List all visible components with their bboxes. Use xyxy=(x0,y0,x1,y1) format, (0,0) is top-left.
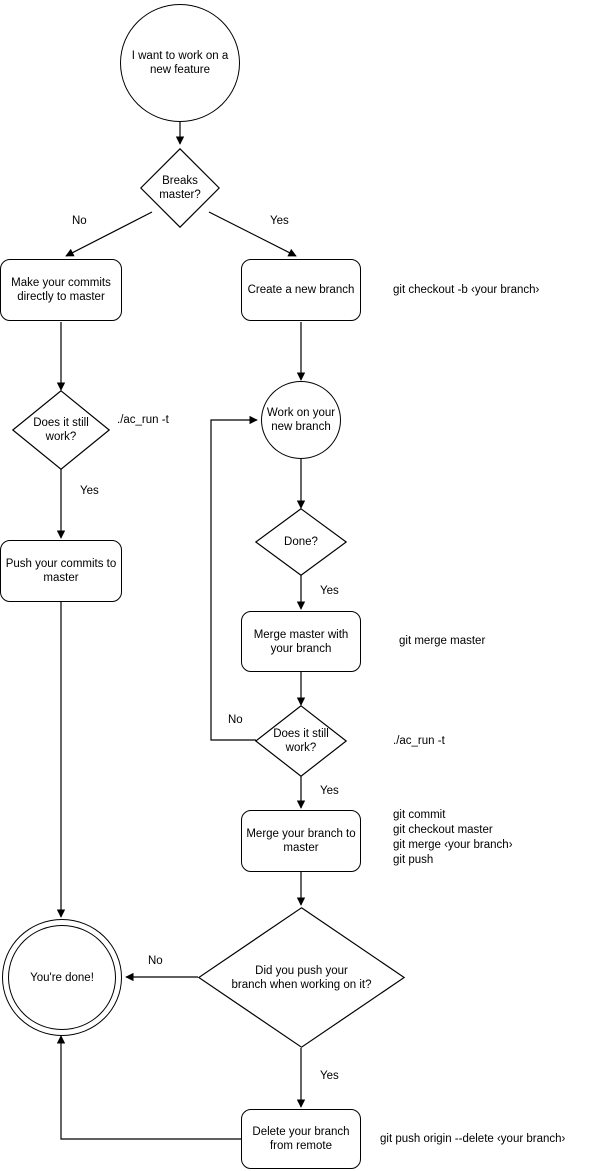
node-create-branch-label: Create a new branch xyxy=(247,284,355,296)
diamond-shape-does-it-work-mid xyxy=(255,705,347,777)
edge-label-does-it-work-mid-no: No xyxy=(228,714,243,726)
node-delete-branch[interactable]: Delete your branch from remote xyxy=(241,1109,361,1169)
node-merge-master-with-branch[interactable]: Merge master with your branch xyxy=(241,611,361,672)
annotation-does-it-work-left-command: ./ac_run -t xyxy=(117,414,169,426)
edge-breaks-master-no xyxy=(65,211,153,257)
node-create-branch[interactable]: Create a new branch xyxy=(241,259,361,321)
node-push-commits[interactable]: Push your commits to master xyxy=(0,540,122,602)
annotation-delete-branch-command: git push origin --delete ‹your branch› xyxy=(380,1133,566,1145)
node-work-on-branch[interactable]: Work on your new branch xyxy=(261,381,341,459)
node-work-on-branch-label: Work on your new branch xyxy=(266,407,336,433)
diamond-shape-breaks-master xyxy=(140,148,220,228)
node-delete-branch-label: Delete your branch from remote xyxy=(252,1126,350,1152)
node-does-it-work-left-label: Does it still work? xyxy=(33,417,89,443)
edge-label-done-yes: Yes xyxy=(320,585,339,597)
edge-breaks-master-yes xyxy=(208,211,297,257)
node-youre-done[interactable]: You're done! xyxy=(2,919,122,1036)
node-does-it-work-left[interactable]: Does it still work? xyxy=(12,390,110,470)
edge-label-did-you-push-no: No xyxy=(148,955,163,967)
node-done-check-label: Done? xyxy=(284,536,318,548)
node-breaks-master-label: Breaks master? xyxy=(159,175,201,201)
edge-delete-branch-to-done xyxy=(56,1035,241,1140)
annotation-does-it-work-mid-command: ./ac_run -t xyxy=(393,735,445,747)
annotation-merge-branch-command: git commit git checkout master git merge… xyxy=(393,809,513,866)
annotation-create-branch-command: git checkout -b ‹your branch› xyxy=(393,284,540,296)
edge-label-does-it-work-mid-yes: Yes xyxy=(320,785,339,797)
diamond-shape-did-you-push xyxy=(198,907,405,1048)
edge-label-breaks-master-yes: Yes xyxy=(270,215,289,227)
diamond-shape-done-check xyxy=(255,508,347,576)
edge-check-mid-no-loop xyxy=(210,415,258,741)
node-push-commits-label: Push your commits to master xyxy=(5,558,117,584)
node-merge-branch-to-master[interactable]: Merge your branch to master xyxy=(241,810,361,872)
edge-label-breaks-master-no: No xyxy=(72,215,87,227)
node-did-you-push-label: Did you push your branch when working on… xyxy=(231,964,372,991)
node-done-check[interactable]: Done? xyxy=(255,508,347,576)
diamond-shape-does-it-work-left xyxy=(12,390,110,470)
annotation-merge-master-command: git merge master xyxy=(399,635,486,647)
node-merge-branch-to-master-label: Merge your branch to master xyxy=(246,828,356,854)
node-breaks-master[interactable]: Breaks master? xyxy=(140,148,220,228)
node-make-commits[interactable]: Make your commits directly to master xyxy=(0,259,122,321)
node-does-it-work-mid[interactable]: Does it still work? xyxy=(255,705,347,777)
node-youre-done-label: You're done! xyxy=(30,971,94,984)
edge-label-does-it-work-left-yes: Yes xyxy=(80,485,99,497)
node-did-you-push[interactable]: Did you push your branch when working on… xyxy=(198,907,405,1048)
node-start-label: I want to work on a new feature xyxy=(131,50,229,76)
node-does-it-work-mid-label: Does it still work? xyxy=(273,728,329,754)
node-make-commits-label: Make your commits directly to master xyxy=(11,277,111,303)
node-merge-master-with-branch-label: Merge master with your branch xyxy=(253,628,349,655)
node-start[interactable]: I want to work on a new feature xyxy=(120,4,240,122)
edge-label-did-you-push-yes: Yes xyxy=(320,1070,339,1082)
